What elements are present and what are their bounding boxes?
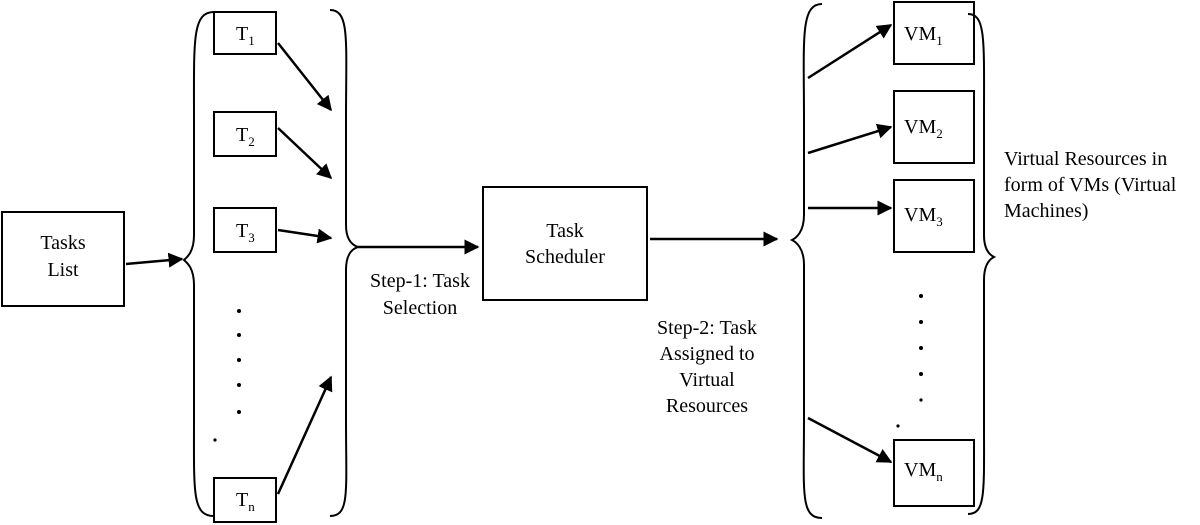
scheduler-label-line2: Scheduler — [525, 246, 605, 268]
scheduler-label-line1: Task — [546, 220, 583, 242]
svg-text:VM2: VM2 — [904, 116, 943, 141]
step1-label-line2: Selection — [383, 297, 457, 319]
svg-text:T1: T1 — [236, 23, 255, 48]
vm2-sub: 2 — [936, 126, 943, 141]
task-tn-sub: n — [248, 499, 255, 514]
vm-node-vm2: VM2 — [893, 90, 975, 164]
svg-text:T2: T2 — [236, 124, 255, 149]
arrow-t3 — [277, 228, 333, 244]
vm-set-left-brace — [789, 3, 823, 519]
arrow-to-vm2 — [807, 123, 893, 155]
task-set-left-brace — [182, 11, 215, 517]
svg-text:VM3: VM3 — [904, 204, 943, 229]
vmn-base: VM — [904, 459, 936, 481]
task-t3-sub: 3 — [248, 230, 255, 245]
task-node-t2: T2 — [213, 111, 277, 157]
task-t1-sub: 1 — [248, 33, 255, 48]
task-t2-base: T — [236, 124, 248, 146]
vmn-sub: n — [936, 469, 943, 484]
tasks-list-label-line1: Tasks — [40, 232, 85, 254]
vm-ellipsis — [896, 294, 923, 428]
svg-text:T3: T3 — [236, 220, 255, 245]
task-t3-base: T — [236, 220, 248, 242]
arrow-t2 — [277, 127, 333, 180]
task-node-tn: Tn — [213, 477, 277, 523]
task-ellipsis — [213, 309, 241, 442]
step2-label-line2: Assigned to — [660, 343, 755, 365]
resources-caption-line3: Machines) — [1004, 200, 1088, 222]
vm2-base: VM — [904, 116, 936, 138]
step2-label-line4: Resources — [666, 395, 748, 417]
tasks-list-node: Tasks List — [1, 211, 125, 307]
resources-caption-line1: Virtual Resources in — [1004, 148, 1167, 170]
step2-label-line3: Virtual — [679, 369, 735, 391]
vm1-base: VM — [904, 23, 936, 45]
step1-label-line1: Step-1: Task — [370, 270, 470, 292]
vm-node-vm1: VM1 — [893, 1, 975, 65]
arrow-tn — [276, 375, 333, 495]
task-node-t1: T1 — [213, 11, 277, 55]
vm-node-vmn: VMn — [893, 439, 975, 507]
arrow-to-vm1 — [807, 23, 893, 80]
vm-set-right-brace — [967, 13, 997, 515]
vm3-base: VM — [904, 204, 936, 226]
vm-node-vm3: VM3 — [893, 179, 975, 253]
task-set-right-brace — [329, 9, 362, 517]
svg-text:VMn: VMn — [904, 459, 943, 484]
task-node-t3: T3 — [213, 207, 277, 253]
step2-label-line1: Step-2: Task — [657, 317, 757, 339]
tasks-list-label-line2: List — [47, 259, 79, 281]
task-t1-base: T — [236, 23, 248, 45]
vm3-sub: 3 — [936, 214, 943, 229]
svg-text:VM1: VM1 — [904, 23, 943, 48]
arrow-t1 — [277, 42, 332, 112]
task-scheduler-node: Task Scheduler — [482, 186, 648, 301]
task-tn-base: T — [236, 489, 248, 511]
resources-caption-line2: form of VMs (Virtual — [1004, 174, 1177, 196]
arrow-to-vmn — [807, 416, 893, 464]
vm1-sub: 1 — [936, 33, 943, 48]
arrow-tasks-list-to-task-set — [125, 252, 184, 268]
task-t2-sub: 2 — [248, 134, 255, 149]
svg-text:Tn: Tn — [236, 489, 255, 514]
